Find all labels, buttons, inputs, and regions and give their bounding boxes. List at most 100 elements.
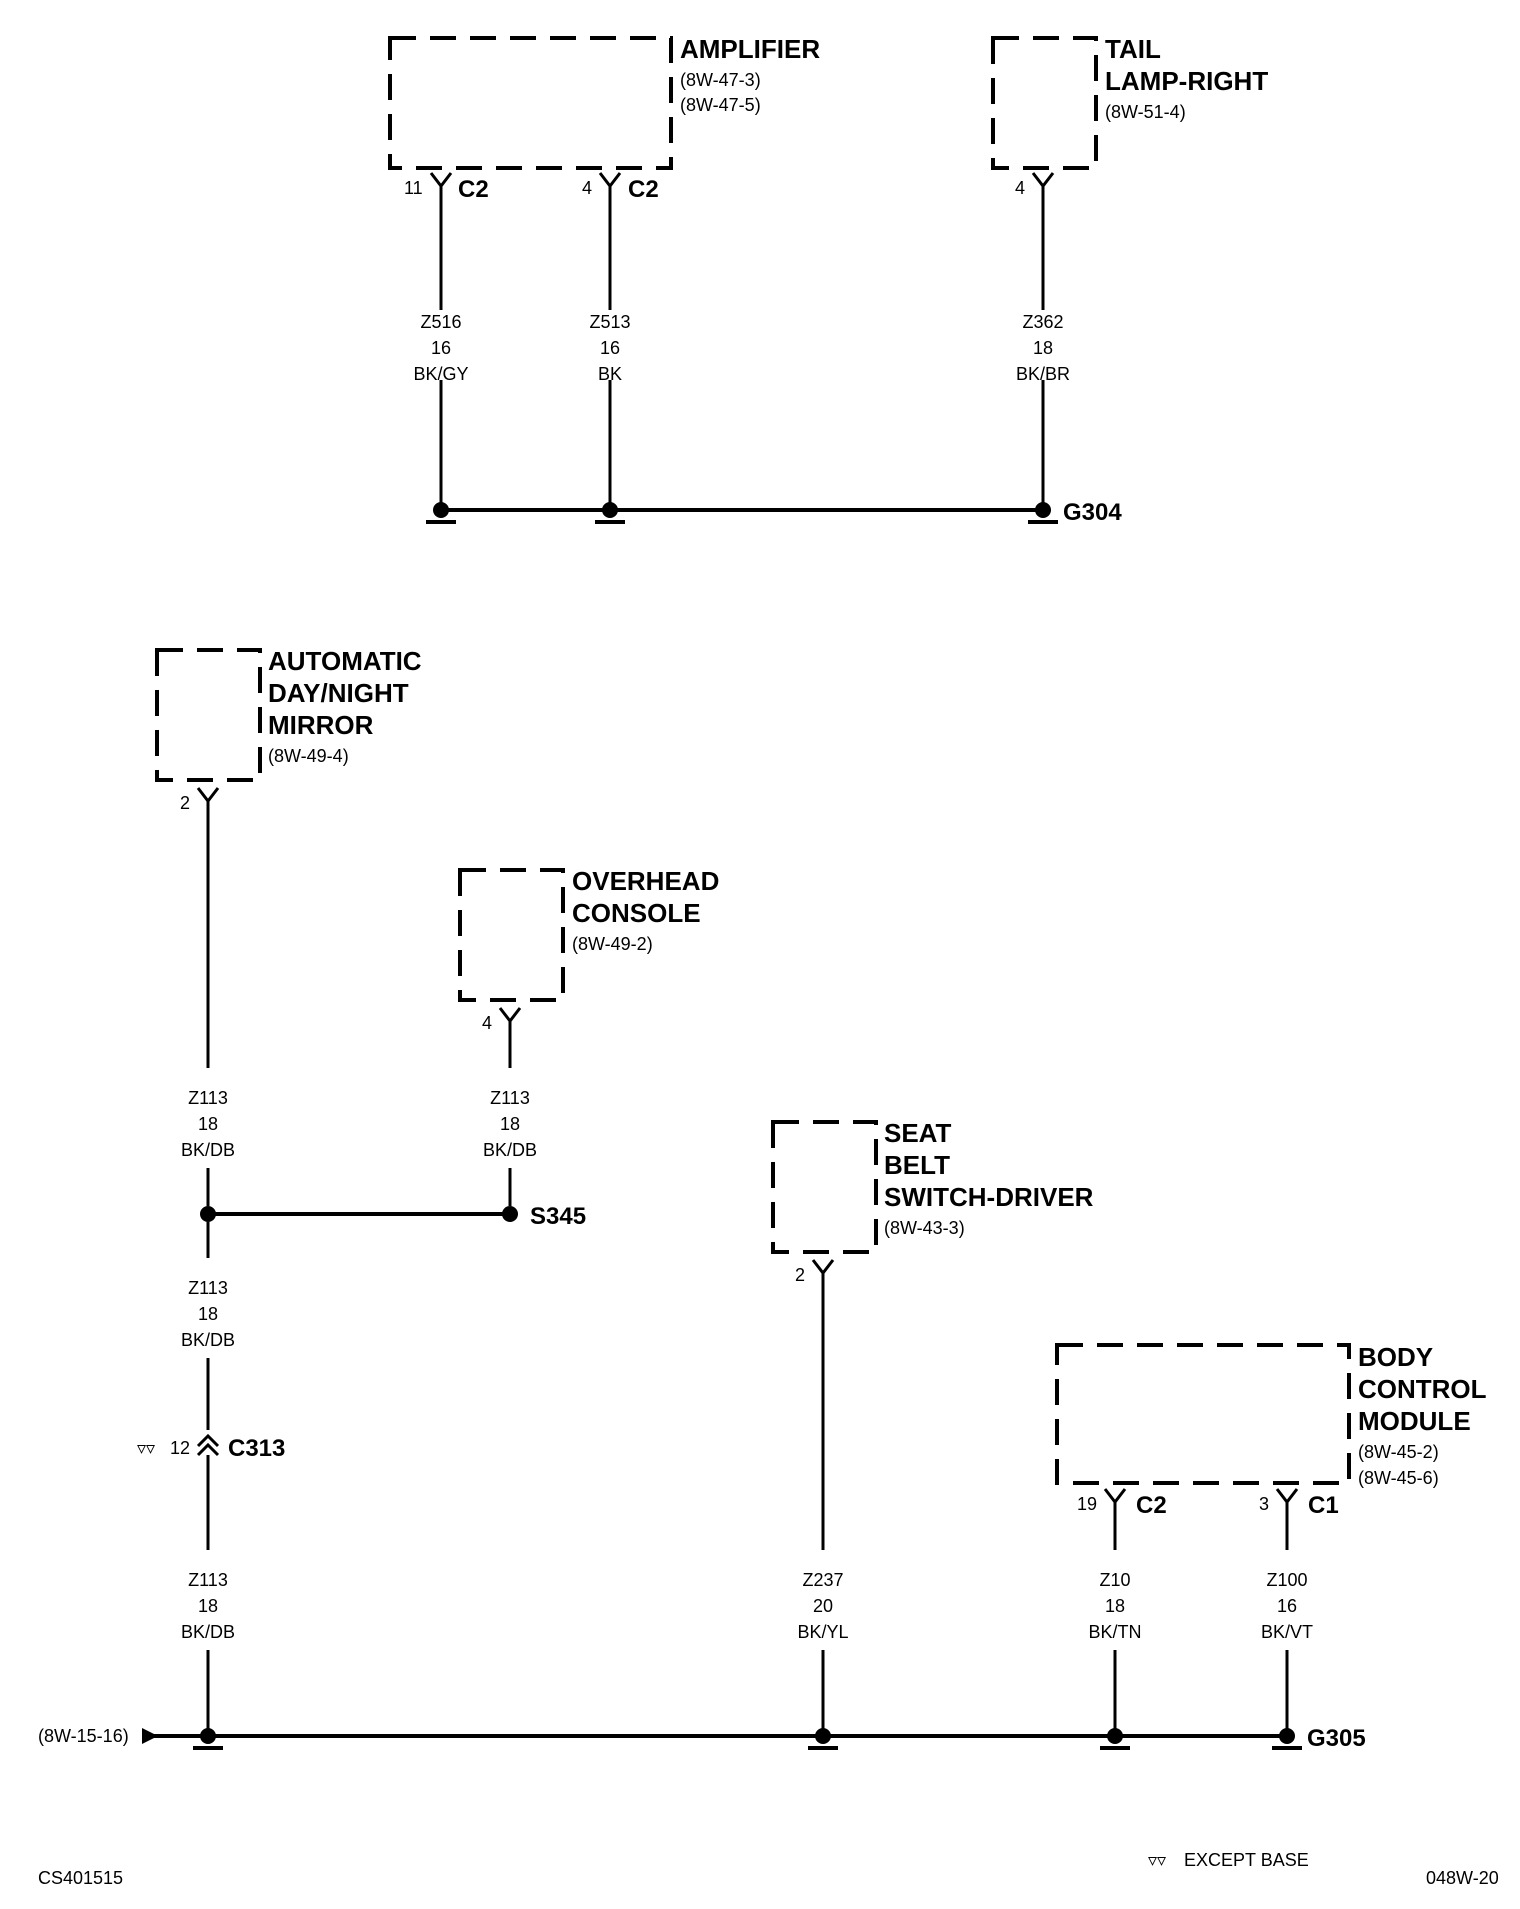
ground-label-g304: G304 — [1063, 499, 1122, 526]
connector-fork-icon — [1103, 1488, 1127, 1505]
connector-fork-icon — [429, 172, 453, 189]
tail-lamp-ref: (8W-51-4) — [1105, 102, 1186, 122]
splice-dot-icon — [433, 502, 449, 518]
tail-lamp-title-2: LAMP-RIGHT — [1105, 66, 1268, 96]
overhead-console-ref: (8W-49-2) — [572, 934, 653, 954]
wire-gauge: 18 — [198, 1114, 218, 1134]
overhead-console-pin-4: 4 — [482, 1007, 522, 1033]
auto-mirror-pin-2: 2 — [180, 787, 220, 813]
ground-point — [426, 502, 456, 524]
amplifier-ref-2: (8W-47-5) — [680, 95, 761, 115]
connector-name: C2 — [458, 176, 489, 203]
wire-gauge: 16 — [1277, 1596, 1297, 1616]
wire-label-z100: Z100 16 BK/VT — [1261, 1570, 1313, 1642]
splice-dot-icon — [815, 1728, 831, 1744]
wire-gauge: 16 — [431, 338, 451, 358]
pin-number: 3 — [1259, 1494, 1269, 1514]
connector-name: C1 — [1308, 1492, 1339, 1519]
connector-fork-icon — [811, 1259, 835, 1276]
diagram-code-left: CS401515 — [38, 1868, 123, 1888]
body-control-module-component: BODY CONTROL MODULE (8W-45-2) (8W-45-6) — [1055, 1342, 1487, 1488]
ground-point — [1028, 502, 1058, 524]
seat-belt-title-3: SWITCH-DRIVER — [884, 1182, 1094, 1212]
connector-chevron-icon — [196, 1442, 220, 1457]
connector-name: C2 — [1136, 1492, 1167, 1519]
splice-dot-icon — [1035, 502, 1051, 518]
tail-lamp-box — [991, 36, 1098, 170]
amplifier-title: AMPLIFIER — [680, 34, 820, 64]
wire-circuit: Z516 — [420, 312, 461, 332]
wire-color: BK/GY — [413, 364, 468, 384]
pin-number: 19 — [1077, 1494, 1097, 1514]
bcm-title-2: CONTROL — [1358, 1374, 1487, 1404]
connector-marker: ▿▿ — [137, 1438, 155, 1458]
seat-belt-switch-box — [771, 1120, 878, 1254]
amplifier-component: AMPLIFIER (8W-47-3) (8W-47-5) — [388, 34, 820, 170]
seat-belt-switch-component: SEAT BELT SWITCH-DRIVER (8W-43-3) — [771, 1118, 1094, 1254]
pin-number: 4 — [1015, 178, 1025, 198]
ground-point — [1272, 1728, 1302, 1750]
bcm-pin-3: 3 C1 — [1259, 1488, 1339, 1519]
splice-label-s345: S345 — [530, 1203, 586, 1230]
inline-connector-c313: ▿▿ 12 C313 — [137, 1433, 285, 1462]
overhead-console-box — [458, 868, 565, 1002]
wire-gauge: 18 — [1033, 338, 1053, 358]
pin-number: 4 — [482, 1013, 492, 1033]
auto-mirror-ref: (8W-49-4) — [268, 746, 349, 766]
wire-label-z362: Z362 18 BK/BR — [1016, 312, 1070, 384]
wire-color: BK/DB — [483, 1140, 537, 1160]
wire-color: BK/DB — [181, 1140, 235, 1160]
overhead-console-title-1: OVERHEAD — [572, 866, 719, 896]
wire-circuit: Z100 — [1266, 1570, 1307, 1590]
wire-circuit: Z113 — [188, 1570, 228, 1590]
seat-belt-ref: (8W-43-3) — [884, 1218, 965, 1238]
wire-label-z516: Z516 16 BK/GY — [413, 312, 468, 384]
wire-circuit: Z113 — [188, 1088, 228, 1108]
splice-dot-icon — [602, 502, 618, 518]
auto-mirror-box — [155, 648, 262, 782]
legend-text: EXCEPT BASE — [1184, 1850, 1309, 1870]
amplifier-ref-1: (8W-47-3) — [680, 70, 761, 90]
wire-gauge: 18 — [198, 1304, 218, 1324]
wire-label-z237: Z237 20 BK/YL — [797, 1570, 848, 1642]
bcm-title-3: MODULE — [1358, 1406, 1471, 1436]
wire-gauge: 20 — [813, 1596, 833, 1616]
ground-point — [193, 1728, 223, 1750]
tail-lamp-title-1: TAIL — [1105, 34, 1161, 64]
offpage-reference: (8W-15-16) — [38, 1726, 129, 1746]
wire-label-z113-mid: Z113 18 BK/DB — [181, 1278, 235, 1350]
ground-point — [1100, 1728, 1130, 1750]
overhead-console-component: OVERHEAD CONSOLE (8W-49-2) — [458, 866, 719, 1002]
wire-label-z113-low: Z113 18 BK/DB — [181, 1570, 235, 1642]
wire-color: BK/DB — [181, 1330, 235, 1350]
splice-dot-icon — [1279, 1728, 1295, 1744]
wire-circuit: Z362 — [1022, 312, 1063, 332]
seat-belt-pin-2: 2 — [795, 1259, 835, 1285]
bcm-ref-1: (8W-45-2) — [1358, 1442, 1439, 1462]
auto-mirror-title-2: DAY/NIGHT — [268, 678, 409, 708]
wire-gauge: 16 — [600, 338, 620, 358]
wire-label-z513: Z513 16 BK — [589, 312, 630, 384]
connector-chevron-icon — [196, 1433, 220, 1448]
page-code: 048W-20 — [1426, 1868, 1499, 1888]
pin-number: 2 — [180, 793, 190, 813]
legend-marker: ▿▿ — [1148, 1850, 1166, 1870]
ground-point — [808, 1728, 838, 1750]
auto-mirror-title-1: AUTOMATIC — [268, 646, 422, 676]
amplifier-box — [388, 36, 673, 170]
wire-gauge: 18 — [1105, 1596, 1125, 1616]
wire-circuit: Z113 — [188, 1278, 228, 1298]
pin-number: 11 — [404, 178, 423, 198]
wire-color: BK/YL — [797, 1622, 848, 1642]
amplifier-pin-11: 11 C2 — [404, 172, 489, 203]
offpage-arrow-icon — [142, 1728, 158, 1744]
wire-circuit: Z10 — [1099, 1570, 1130, 1590]
splice-dot-icon — [200, 1728, 216, 1744]
wire-color: BK/DB — [181, 1622, 235, 1642]
connector-name: C313 — [228, 1435, 285, 1462]
ground-label-g305: G305 — [1307, 1725, 1366, 1752]
connector-fork-icon — [196, 787, 220, 804]
wire-circuit: Z513 — [589, 312, 630, 332]
seat-belt-title-1: SEAT — [884, 1118, 952, 1148]
bcm-ref-2: (8W-45-6) — [1358, 1468, 1439, 1488]
